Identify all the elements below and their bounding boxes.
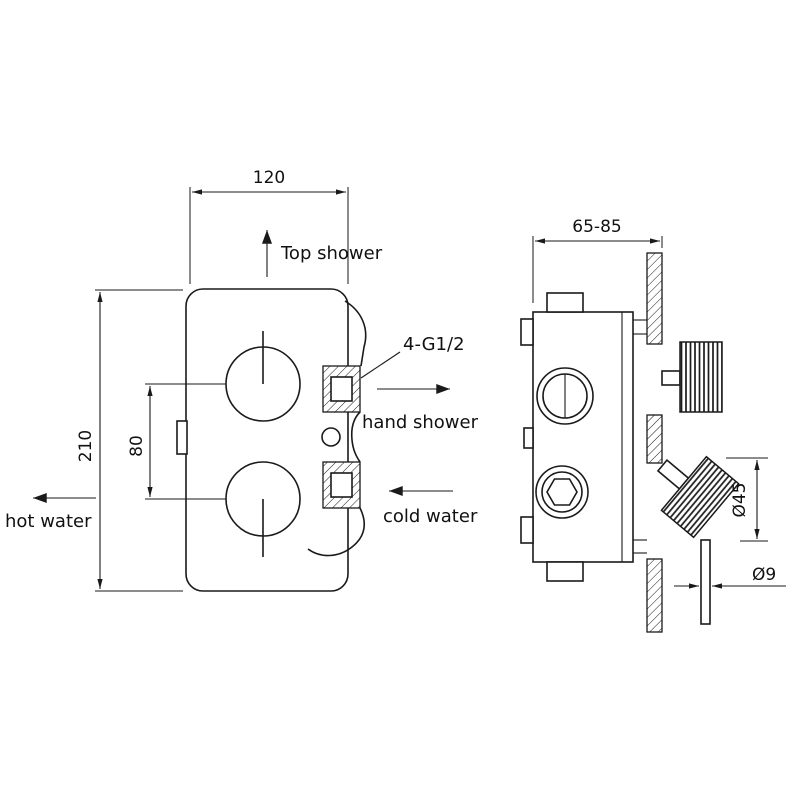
side-tab-top bbox=[520, 318, 534, 346]
annotation-top-shower: Top shower bbox=[261, 230, 383, 277]
side-view: 65-85 Ø45 Ø9 bbox=[520, 217, 786, 633]
handle-thin-stem bbox=[700, 539, 711, 625]
dimension-handle-diameter-45: Ø45 bbox=[726, 457, 768, 542]
wall-section-bottom bbox=[646, 558, 663, 633]
hand-shower-label: hand shower bbox=[362, 412, 479, 433]
wall-section-middle bbox=[646, 414, 663, 464]
bottom-handle-group bbox=[656, 455, 740, 539]
top-handle-knob bbox=[679, 341, 723, 413]
bottom-handle-knob bbox=[660, 455, 740, 539]
front-view: 120 210 80 Top shower 4-G1/2 hand sho bbox=[5, 168, 479, 592]
top-fitting-core bbox=[330, 376, 353, 402]
profile-lower-curve bbox=[307, 507, 366, 557]
annotation-thread: 4-G1/2 bbox=[360, 334, 465, 379]
dim-spacing-label: 80 bbox=[127, 435, 147, 457]
dimension-spacing-80: 80 bbox=[127, 383, 226, 500]
wall-section-top bbox=[646, 252, 663, 345]
dim-width-label: 120 bbox=[253, 168, 285, 188]
dimension-width-120: 120 bbox=[189, 168, 349, 284]
cold-water-label: cold water bbox=[383, 506, 478, 527]
annotation-cold-water: cold water bbox=[383, 485, 478, 527]
dimension-height-210: 210 bbox=[76, 289, 183, 592]
top-handle-stem bbox=[661, 370, 681, 386]
thread-label: 4-G1/2 bbox=[403, 334, 465, 355]
side-bottom-port bbox=[546, 561, 584, 582]
dimension-depth-65-85: 65-85 bbox=[532, 217, 663, 303]
dim-handle-diameter-label: Ø45 bbox=[730, 482, 750, 517]
annotation-hand-shower: hand shower bbox=[362, 383, 479, 433]
profile-mid-port bbox=[321, 427, 341, 447]
thread-leader-line bbox=[360, 351, 401, 379]
dimension-stem-diameter-9: Ø9 bbox=[674, 565, 786, 589]
front-left-tab bbox=[176, 420, 188, 455]
side-tab-middle bbox=[523, 427, 534, 449]
dim-height-label: 210 bbox=[76, 430, 96, 462]
hot-water-label: hot water bbox=[5, 511, 92, 532]
side-top-port bbox=[546, 292, 584, 313]
side-bottom-hex-nut bbox=[546, 478, 578, 506]
side-tab-bottom bbox=[520, 516, 534, 544]
bottom-fitting-core bbox=[330, 472, 353, 498]
profile-mid-curve bbox=[350, 411, 361, 463]
side-valve-body bbox=[532, 311, 634, 563]
dim-stem-diameter-label: Ø9 bbox=[752, 565, 776, 585]
profile-upper-curve bbox=[344, 300, 367, 367]
annotation-hot-water: hot water bbox=[5, 492, 96, 532]
top-shower-label: Top shower bbox=[280, 243, 383, 264]
dim-depth-label: 65-85 bbox=[572, 217, 621, 237]
